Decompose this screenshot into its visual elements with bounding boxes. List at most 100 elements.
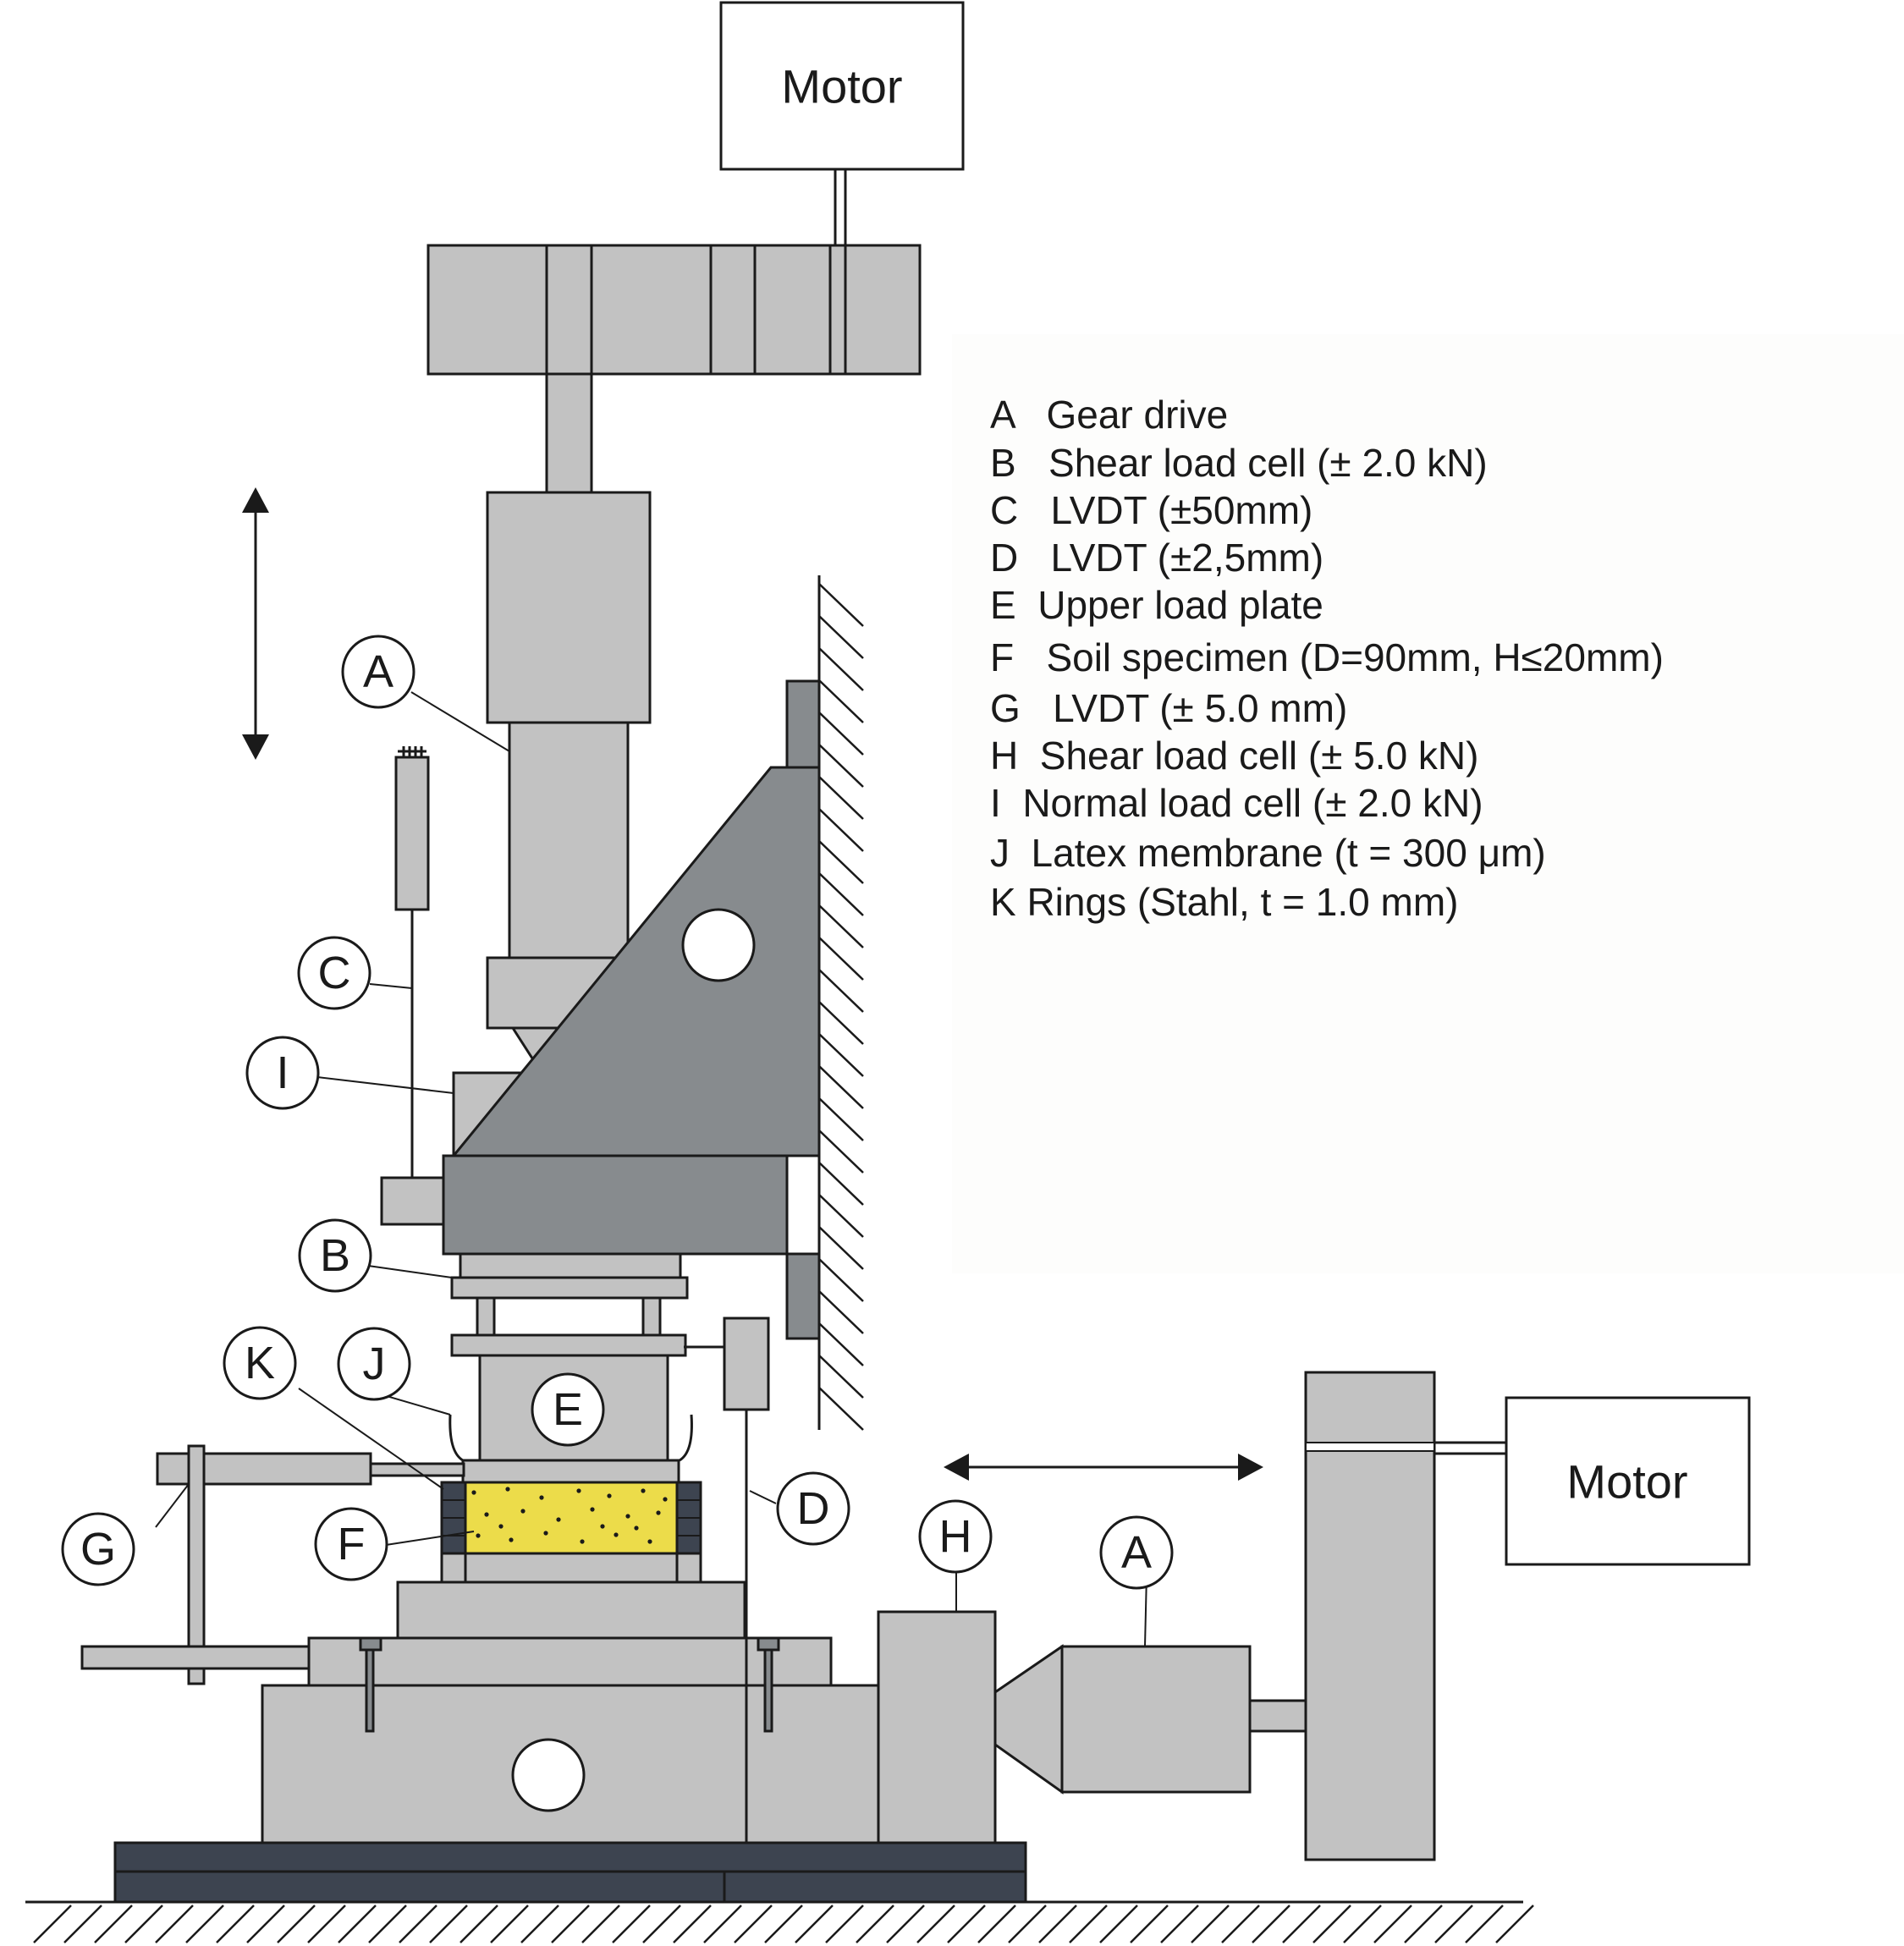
hatch-line [818,1355,864,1399]
hatch-line [612,1905,651,1943]
lower-shear-box [396,1580,746,1640]
hatch-line [818,969,864,1013]
hatch-line [1434,1905,1473,1943]
gear-drive-a [486,491,652,724]
svg-text:J: J [363,1339,386,1389]
svg-text:E: E [553,1384,583,1435]
soil-grain [556,1517,561,1522]
shear-load-cell-h [877,1610,997,1844]
gear-drive-a-right [1060,1645,1252,1794]
soil-grains [471,1487,668,1544]
legend-item-k: K Rings (Stahl, t = 1.0 mm) [990,880,1458,924]
hatch-line [520,1905,559,1943]
hatch-line [185,1905,224,1943]
soil-grain [634,1525,639,1531]
right-motor-label: Motor [1566,1455,1687,1509]
legend-item-d: D LVDT (±2,5mm) [990,536,1323,580]
base-hole [511,1738,586,1812]
hatch-line [818,583,864,627]
hatch-line [246,1905,285,1943]
hatch-line [459,1905,498,1943]
hatch-line [155,1905,194,1943]
hatch-line [63,1905,102,1943]
svg-text:A: A [1121,1527,1152,1578]
hatch-line [94,1905,133,1943]
svg-text:A: A [363,646,393,697]
legend-item-i: I Normal load cell (± 2.0 kN) [990,781,1483,825]
soil-grain [607,1493,612,1498]
hatch-line [1312,1905,1351,1943]
svg-text:I: I [276,1047,289,1098]
soil-grain [484,1512,489,1517]
hatch-line [429,1905,468,1943]
hatch-line [764,1905,803,1943]
soil-grain [600,1524,605,1529]
hatch-line [673,1905,712,1943]
soil-grain [663,1497,668,1502]
soil-grain [647,1539,652,1544]
soil-grain [625,1514,630,1519]
gear-drive-cone [993,1644,1064,1795]
callout-h: H [918,1499,993,1574]
hatch-line [818,776,864,820]
specimen-base [464,1552,679,1584]
lvdt-c [394,746,430,1178]
soil-grain [543,1531,548,1536]
soil-grain [614,1532,619,1537]
callout-i: I [245,1036,320,1110]
latex-membrane-left [448,1414,464,1462]
svg-text:K: K [245,1338,275,1388]
hatch-line [1495,1905,1534,1943]
callout-e: E [531,1372,605,1447]
foundation-lower [113,1870,1027,1904]
callout-f: F [314,1507,388,1581]
hatch-line [1069,1905,1108,1943]
hatch-line [368,1905,407,1943]
vertical-motion-arrow [242,487,269,760]
right-gearbox [1304,1371,1436,1861]
hatch-line [1191,1905,1230,1943]
hatch-line [1099,1905,1138,1943]
hatch-line [886,1905,925,1943]
drive-column-lower [508,721,630,959]
foundation-upper [113,1841,1027,1873]
lvdt-d [723,1317,770,1411]
hatch-line [818,647,864,691]
hatch-line [216,1905,255,1943]
hatch-line [818,1322,864,1366]
soil-grain [520,1509,526,1514]
hatch-line [818,872,864,916]
hatch-line [1404,1905,1443,1943]
shear-load-cell-b-top [459,1252,682,1279]
hatch-line [818,744,864,788]
horizontal-motion-arrow [944,1454,1263,1481]
callout-k: K [223,1326,297,1400]
hatch-line [818,1258,864,1302]
soil-grain [576,1488,581,1493]
hatch-line [1465,1905,1504,1943]
specimen-cap [461,1459,680,1484]
hatch-line [795,1905,834,1943]
svg-text:D: D [797,1483,830,1534]
legend-item-j: J Latex membrane (t = 300 μm) [990,831,1546,875]
hatch-line [33,1905,72,1943]
right-motor: Motor [1505,1396,1751,1566]
hatch-line [818,840,864,884]
base-step [307,1636,833,1687]
hatch-line [1221,1905,1260,1943]
hatch-line [1373,1905,1412,1943]
load-cell-post-left [476,1296,496,1337]
legend-item-c: C LVDT (±50mm) [990,488,1312,532]
lvdt-c-bracket [380,1176,445,1226]
lvdt-g-post [187,1444,206,1685]
hatch-line [490,1905,529,1943]
callout-d: D [776,1471,850,1546]
leader-lines [155,691,1147,1647]
hatch-line [818,1387,864,1431]
callout-b: B [298,1218,372,1293]
hatch-line [818,904,864,948]
ground-hatching [33,1905,1534,1943]
hatch-line [818,679,864,723]
wall-plate-lower [785,1252,821,1340]
hatch-line [734,1905,773,1943]
